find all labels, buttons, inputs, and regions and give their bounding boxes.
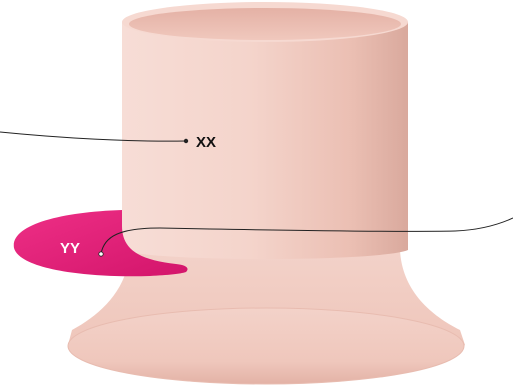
anchor-dot-xx — [183, 138, 189, 144]
anchor-dot-yy — [98, 251, 104, 257]
pink-flange — [13, 210, 188, 277]
leader-line-xx — [0, 131, 187, 142]
cup-base-rim — [67, 307, 465, 385]
leader-line-yy — [100, 217, 513, 255]
cup-rim-inner — [129, 8, 401, 40]
cup-body — [122, 22, 408, 259]
callout-label-yy: YY — [60, 240, 81, 257]
callout-label-xx: XX — [196, 134, 217, 151]
